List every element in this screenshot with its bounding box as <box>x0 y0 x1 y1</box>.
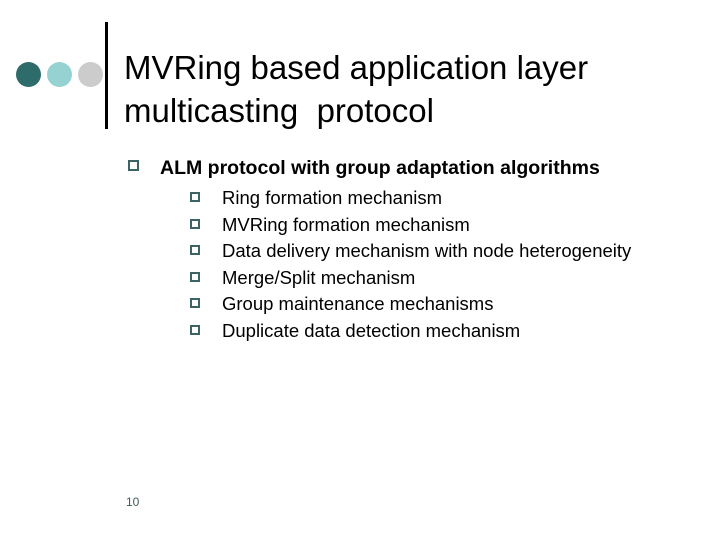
circle-light-aqua-icon <box>47 62 72 87</box>
decorative-dots-group <box>16 62 103 88</box>
list-item: Merge/Split mechanism <box>126 265 696 292</box>
bullet-level2-label: Merge/Split mechanism <box>222 266 416 288</box>
bullet-level2-label: Data delivery mechanism with node hetero… <box>222 240 632 261</box>
list-item: Ring formation mechanism <box>126 185 696 212</box>
hollow-square-bullet-icon <box>190 192 200 202</box>
list-item: MVRing formation mechanism <box>126 212 696 239</box>
hollow-square-bullet-icon <box>190 324 200 335</box>
list-item: Group maintenance mechanisms <box>126 291 696 318</box>
list-item: Data delivery mechanism with node hetero… <box>126 238 696 265</box>
hollow-square-bullet-icon <box>190 218 200 229</box>
bullet-level2-label: Group maintenance mechanisms <box>222 293 494 314</box>
hollow-square-bullet-icon <box>128 160 139 171</box>
hollow-square-bullet-icon <box>190 298 200 308</box>
hollow-square-bullet-icon <box>190 245 200 255</box>
bullet-level2-list: Ring formation mechanism MVRing formatio… <box>126 185 696 344</box>
title-divider-rule <box>105 22 108 129</box>
list-item: Duplicate data detection mechanism <box>126 318 696 345</box>
slide-body: ALM protocol with group adaptation algor… <box>126 156 696 344</box>
bullet-level2-label: Ring formation mechanism <box>222 187 443 208</box>
slide-title: MVRing based application layer multicast… <box>124 49 598 130</box>
bullet-level1: ALM protocol with group adaptation algor… <box>126 156 696 181</box>
circle-dark-teal-icon <box>16 62 41 87</box>
bullet-level1-label: ALM protocol with group adaptation algor… <box>160 157 600 179</box>
page-number: 10 <box>126 495 140 509</box>
circle-light-gray-icon <box>78 62 103 87</box>
bullet-level2-label: Duplicate data detection mechanism <box>222 319 521 341</box>
bullet-level2-label: MVRing formation mechanism <box>222 213 470 235</box>
hollow-square-bullet-icon <box>190 271 200 282</box>
